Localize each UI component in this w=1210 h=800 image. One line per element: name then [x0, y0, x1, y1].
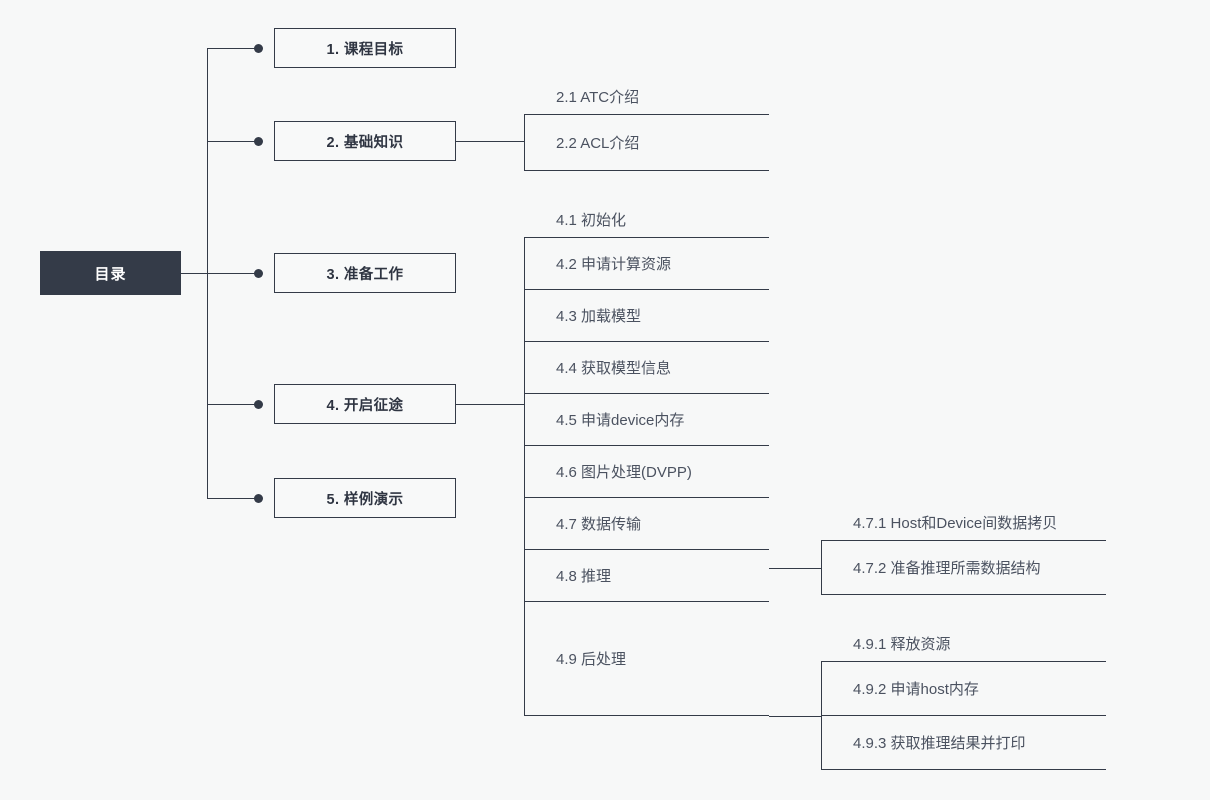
subitem-4-9-1[interactable]: 4.9.1 释放资源 — [821, 626, 1106, 662]
branch-label-2: 2. 基础知识 — [326, 134, 404, 151]
branch-dot-4 — [254, 399, 263, 409]
subitem-2-2[interactable]: 2.2 ACL介绍 — [524, 115, 769, 171]
sublist-connector-4 — [456, 404, 525, 405]
subitem-4-1-label: 4.1 初始化 — [556, 212, 627, 229]
subitem-4-9-2[interactable]: 4.9.2 申请host内存 — [821, 662, 1106, 716]
subitem-4-2[interactable]: 4.2 申请计算资源 — [524, 238, 769, 290]
subitem-4-4[interactable]: 4.4 获取模型信息 — [524, 342, 769, 394]
branch-box-5[interactable]: 5. 样例演示 — [274, 478, 456, 518]
branch-label-4: 4. 开启征途 — [326, 397, 404, 414]
sublist-connector-2 — [456, 141, 525, 142]
subitem-4-9-1-label: 4.9.1 释放资源 — [853, 636, 951, 653]
subitem-4-2-label: 4.2 申请计算资源 — [556, 256, 672, 273]
subitem-4-9-3[interactable]: 4.9.3 获取推理结果并打印 — [821, 716, 1106, 770]
subitem-4-5-label: 4.5 申请device内存 — [556, 412, 685, 429]
branch-dot-2 — [254, 136, 263, 146]
subitem-4-9-2-label: 4.9.2 申请host内存 — [853, 681, 979, 698]
subitem-4-3[interactable]: 4.3 加载模型 — [524, 290, 769, 342]
subitem-4-7-label: 4.7 数据传输 — [556, 516, 642, 533]
subitem-2-1-label: 2.1 ATC介绍 — [556, 89, 640, 106]
subitem-4-7-1[interactable]: 4.7.1 Host和Device间数据拷贝 — [821, 505, 1106, 541]
subitem-4-9[interactable]: 4.9 后处理 — [524, 602, 769, 716]
subitem-4-6[interactable]: 4.6 图片处理(DVPP) — [524, 446, 769, 498]
subitem-4-8[interactable]: 4.8 推理 — [524, 550, 769, 602]
branch-box-3[interactable]: 3. 准备工作 — [274, 253, 456, 293]
subitem-2-1[interactable]: 2.1 ATC介绍 — [524, 79, 769, 115]
sublist-bracket-2 — [524, 115, 525, 171]
subitem-4-7-1-label: 4.7.1 Host和Device间数据拷贝 — [853, 515, 1058, 532]
branch-box-2[interactable]: 2. 基础知识 — [274, 121, 456, 161]
branch-label-3: 3. 准备工作 — [326, 266, 404, 283]
subitem-4-8-label: 4.8 推理 — [556, 568, 612, 585]
subitem-4-9-label: 4.9 后处理 — [556, 651, 627, 668]
subitem-4-6-label: 4.6 图片处理(DVPP) — [556, 464, 692, 481]
sublist-connector-4-7 — [769, 568, 822, 569]
branch-dot-1 — [254, 43, 263, 53]
branch-connector-4 — [207, 404, 259, 405]
subitem-4-5[interactable]: 4.5 申请device内存 — [524, 394, 769, 446]
branch-dot-3 — [254, 268, 263, 278]
subitem-4-7-2[interactable]: 4.7.2 准备推理所需数据结构 — [821, 541, 1106, 595]
subitem-2-2-label: 2.2 ACL介绍 — [556, 135, 640, 152]
sublist-connector-4-9 — [769, 716, 822, 717]
branch-connector-3 — [207, 273, 259, 274]
sublist-bracket-4-9 — [821, 662, 822, 770]
branch-dot-5 — [254, 493, 263, 503]
branch-box-4[interactable]: 4. 开启征途 — [274, 384, 456, 424]
branch-connector-2 — [207, 141, 259, 142]
branch-box-1[interactable]: 1. 课程目标 — [274, 28, 456, 68]
subitem-4-7[interactable]: 4.7 数据传输 — [524, 498, 769, 550]
subitem-4-3-label: 4.3 加载模型 — [556, 308, 642, 325]
branch-connector-1 — [207, 48, 259, 49]
subitem-4-9-3-label: 4.9.3 获取推理结果并打印 — [853, 735, 1026, 752]
subitem-4-4-label: 4.4 获取模型信息 — [556, 360, 672, 377]
subitem-4-1[interactable]: 4.1 初始化 — [524, 202, 769, 238]
sublist-bracket-4-7 — [821, 541, 822, 595]
sublist-bracket-4 — [524, 238, 525, 716]
subitem-4-7-2-label: 4.7.2 准备推理所需数据结构 — [853, 560, 1041, 577]
branch-label-1: 1. 课程目标 — [326, 41, 404, 58]
branch-connector-5 — [207, 498, 259, 499]
branch-label-5: 5. 样例演示 — [326, 491, 404, 508]
root-node[interactable]: 目录 — [40, 251, 181, 295]
